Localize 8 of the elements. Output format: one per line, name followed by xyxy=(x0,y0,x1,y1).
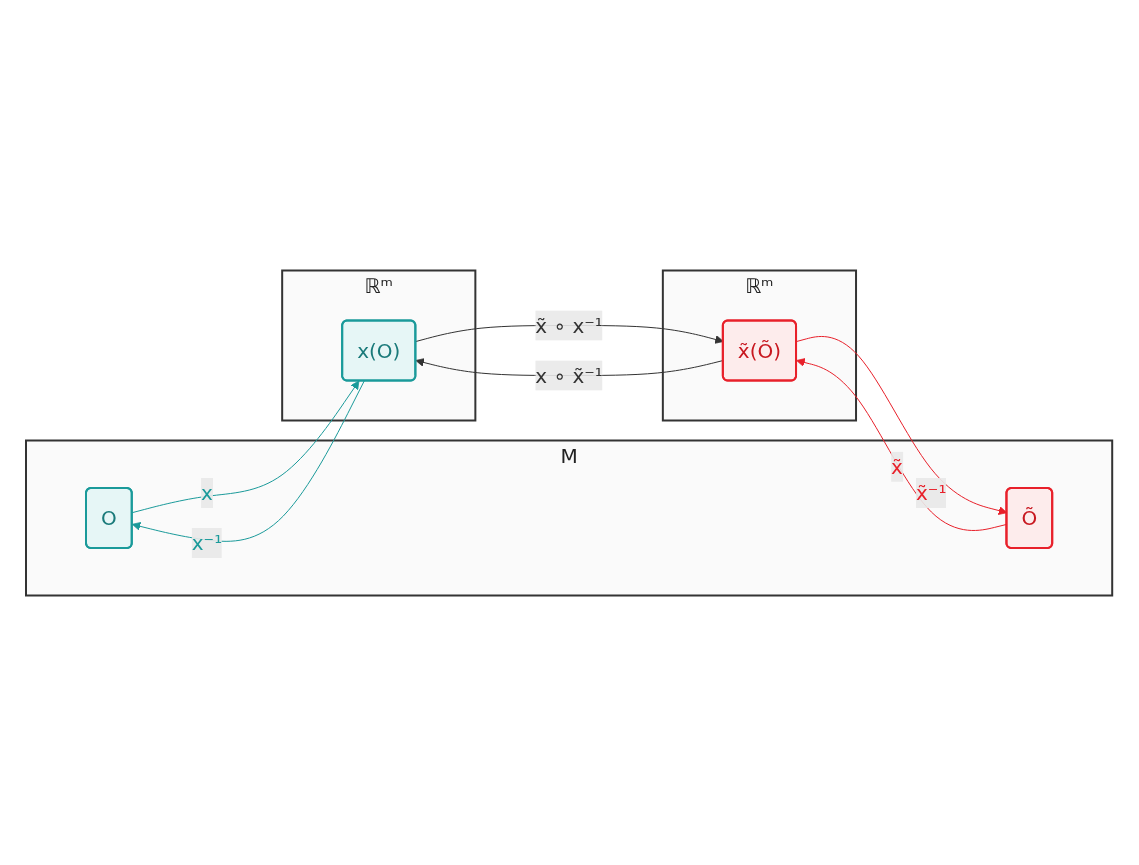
edge-label: x̃⁻¹ xyxy=(916,480,947,505)
edge-label: x̃ ∘ x⁻¹ xyxy=(535,313,604,337)
arrow xyxy=(132,380,366,542)
edge-label: x⁻¹ xyxy=(192,530,223,555)
edge-label: x̃ xyxy=(891,454,904,479)
edge-label: x ∘ x̃⁻¹ xyxy=(535,363,604,387)
edge-label: x xyxy=(201,480,214,505)
arrow xyxy=(132,380,360,513)
